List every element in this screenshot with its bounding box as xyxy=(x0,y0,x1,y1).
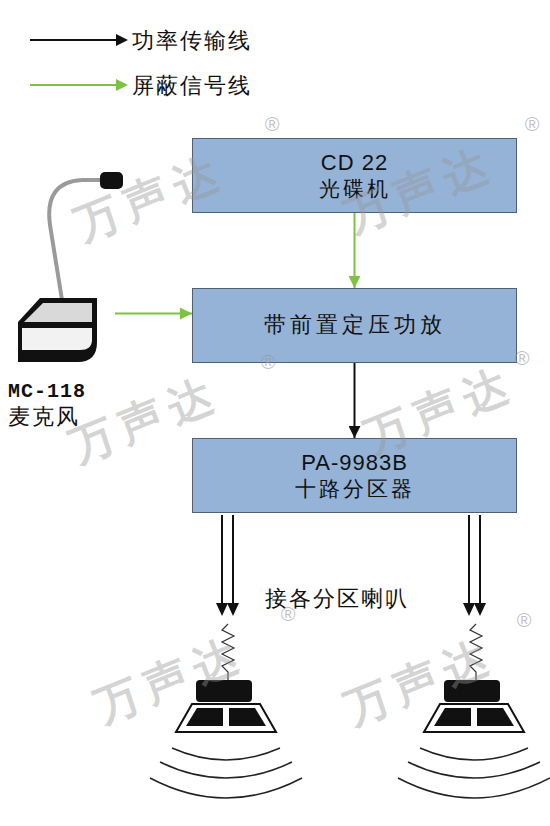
speaker-cone-part xyxy=(477,708,514,726)
speaker-cone-part xyxy=(434,708,471,726)
microphone-base-top xyxy=(24,303,92,322)
speaker-symbol xyxy=(398,624,550,798)
signal-arrow xyxy=(115,313,192,315)
sound-wave xyxy=(408,762,540,778)
speaker-magnet xyxy=(444,680,500,702)
microphone-node: MC-118麦克风 xyxy=(8,168,115,430)
microphone-stem xyxy=(49,180,101,300)
microphone-head xyxy=(100,172,123,189)
watermark: 万声达 xyxy=(337,625,504,738)
node-text: MC-118 xyxy=(8,380,86,404)
microphone-base-front xyxy=(22,328,92,350)
device-box: PA-9983B十路分区器 xyxy=(192,438,517,513)
node-text: 十路分区器 xyxy=(295,476,415,501)
legend-line-sample xyxy=(30,84,118,86)
feed-line xyxy=(221,515,223,605)
registered-mark: ® xyxy=(517,609,532,632)
speaker-symbol xyxy=(150,624,302,798)
feed-arrowhead xyxy=(216,603,228,616)
registered-mark: ® xyxy=(265,113,280,136)
device-box: 带前置定压功放 xyxy=(192,288,517,363)
speaker-cone xyxy=(424,704,524,732)
annotation-label: 接各分区喇叭 xyxy=(265,584,409,614)
sound-wave xyxy=(398,778,550,798)
node-text: 麦克风 xyxy=(8,404,80,430)
power-arrow xyxy=(354,363,356,438)
speaker-spring xyxy=(222,624,234,680)
legend-text: 功率传输线 xyxy=(132,26,252,56)
speaker-cone xyxy=(176,704,276,732)
watermark: 万声达 xyxy=(87,623,254,736)
sound-wave xyxy=(420,748,528,760)
node-text: PA-9983B xyxy=(301,450,408,476)
sound-wave xyxy=(150,778,302,798)
sound-wave xyxy=(160,762,292,778)
feed-line xyxy=(232,515,234,605)
speaker-cone-part xyxy=(186,708,223,726)
speaker-magnet xyxy=(196,680,252,702)
speaker-cone-part xyxy=(229,708,266,726)
sound-wave xyxy=(172,748,280,760)
legend-text: 屏蔽信号线 xyxy=(132,71,252,101)
legend-arrowhead xyxy=(116,79,128,91)
device-box: CD 22光碟机 xyxy=(192,138,517,213)
node-text: CD 22 xyxy=(321,150,388,176)
feed-arrowhead xyxy=(463,603,475,616)
feed-arrowhead xyxy=(474,603,486,616)
legend-arrowhead xyxy=(116,34,128,46)
feed-line xyxy=(479,515,481,605)
signal-arrow xyxy=(354,213,356,288)
node-text: 带前置定压功放 xyxy=(264,312,446,338)
legend-line-sample xyxy=(30,39,118,41)
speaker-feed-arrows xyxy=(216,515,486,616)
registered-mark: ® xyxy=(281,603,296,626)
speaker-spring xyxy=(470,624,482,680)
node-text: 光碟机 xyxy=(319,176,391,201)
microphone-base xyxy=(18,298,97,362)
feed-arrowhead xyxy=(227,603,239,616)
registered-mark: ® xyxy=(525,113,540,136)
feed-line xyxy=(468,515,470,605)
